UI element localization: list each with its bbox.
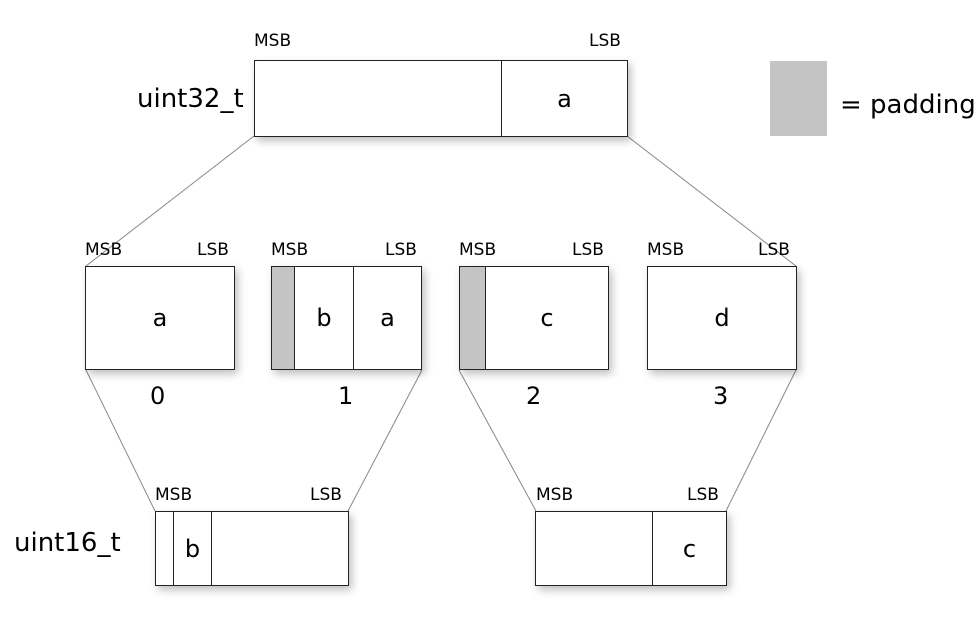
connector-line — [85, 135, 255, 267]
uint16-box-1: c — [535, 511, 727, 586]
uint32-box: a — [254, 60, 628, 137]
byte-0-box: a — [85, 266, 235, 370]
byte-3-field: d — [648, 267, 796, 369]
byte-index-3: 3 — [713, 382, 729, 410]
uint16-type-label: uint16_t — [14, 528, 121, 558]
padding-segment — [460, 267, 485, 369]
lsb-label: LSB — [687, 485, 719, 505]
connector-line — [626, 135, 797, 267]
field-label: c — [540, 304, 554, 332]
byte-2-field-c: c — [485, 267, 608, 369]
connector-line — [347, 369, 423, 512]
byte-1-field-a: a — [353, 267, 421, 369]
padding-segment — [272, 267, 294, 369]
field-label: b — [316, 304, 332, 332]
byte-0-field: a — [86, 267, 234, 369]
uint16-box-0: b — [155, 511, 349, 586]
byte-2-box: c — [459, 266, 609, 370]
uint32-field-a: a — [501, 61, 627, 136]
field-label: a — [380, 304, 395, 332]
uint16-1-field-c: c — [652, 512, 726, 585]
msb-label: MSB — [155, 485, 193, 505]
lsb-label: LSB — [197, 240, 229, 260]
msb-label: MSB — [254, 31, 292, 51]
msb-label: MSB — [459, 240, 497, 260]
field-label: a — [152, 304, 168, 332]
msb-label: MSB — [647, 240, 685, 260]
byte-3-box: d — [647, 266, 797, 370]
bit-segment — [156, 512, 173, 585]
padding-legend-swatch — [770, 61, 827, 136]
field-label: a — [557, 84, 572, 113]
field-label: d — [714, 304, 730, 332]
byte-index-1: 1 — [338, 382, 354, 410]
connector-line — [725, 369, 797, 512]
connector-line — [458, 369, 537, 512]
msb-label: MSB — [536, 485, 574, 505]
empty-segment — [536, 512, 652, 585]
lsb-label: LSB — [758, 240, 790, 260]
msb-label: MSB — [271, 240, 309, 260]
lsb-label: LSB — [572, 240, 604, 260]
lsb-label: LSB — [385, 240, 417, 260]
field-label: c — [682, 534, 697, 563]
lsb-label: LSB — [310, 485, 342, 505]
padding-legend-label: = padding — [840, 90, 974, 120]
uint32-type-label: uint32_t — [137, 84, 244, 114]
empty-segment — [211, 512, 348, 585]
field-label: b — [184, 534, 201, 563]
msb-label: MSB — [85, 240, 123, 260]
byte-index-2: 2 — [526, 382, 542, 410]
byte-1-field-b: b — [294, 267, 353, 369]
byte-index-0: 0 — [150, 382, 166, 410]
lsb-label: LSB — [589, 31, 621, 51]
connector-line — [85, 369, 156, 512]
byte-1-box: b a — [271, 266, 422, 370]
uint16-0-field-b: b — [173, 512, 211, 585]
